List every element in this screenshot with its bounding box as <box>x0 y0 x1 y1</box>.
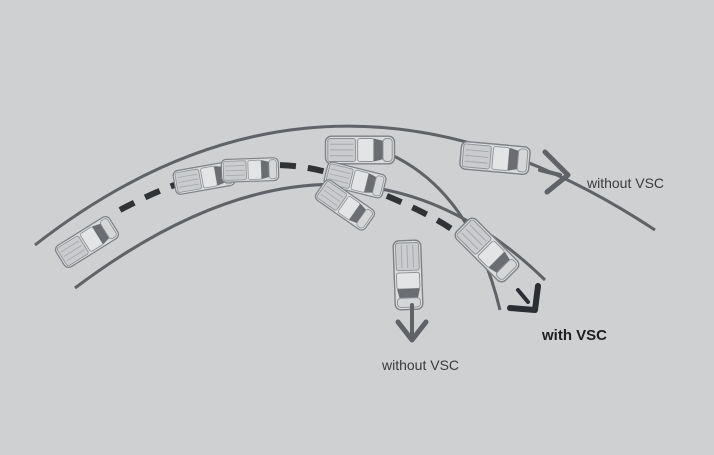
arrow-without-bottom <box>395 303 429 343</box>
road-edge-curve-right <box>379 148 502 311</box>
label-without-vsc-bottom: without VSC <box>382 357 460 373</box>
truck-4 <box>324 135 396 165</box>
label-with-vsc: with VSC <box>542 327 608 344</box>
label-without-vsc-right: without VSC <box>587 175 665 191</box>
vehicle-path-dashed <box>118 162 473 247</box>
arrow-with-vsc <box>507 283 541 313</box>
truck-without-bottom <box>392 239 424 311</box>
truck-3 <box>220 157 280 183</box>
arrow-without-right <box>538 149 571 195</box>
truck-without-right <box>458 140 532 176</box>
